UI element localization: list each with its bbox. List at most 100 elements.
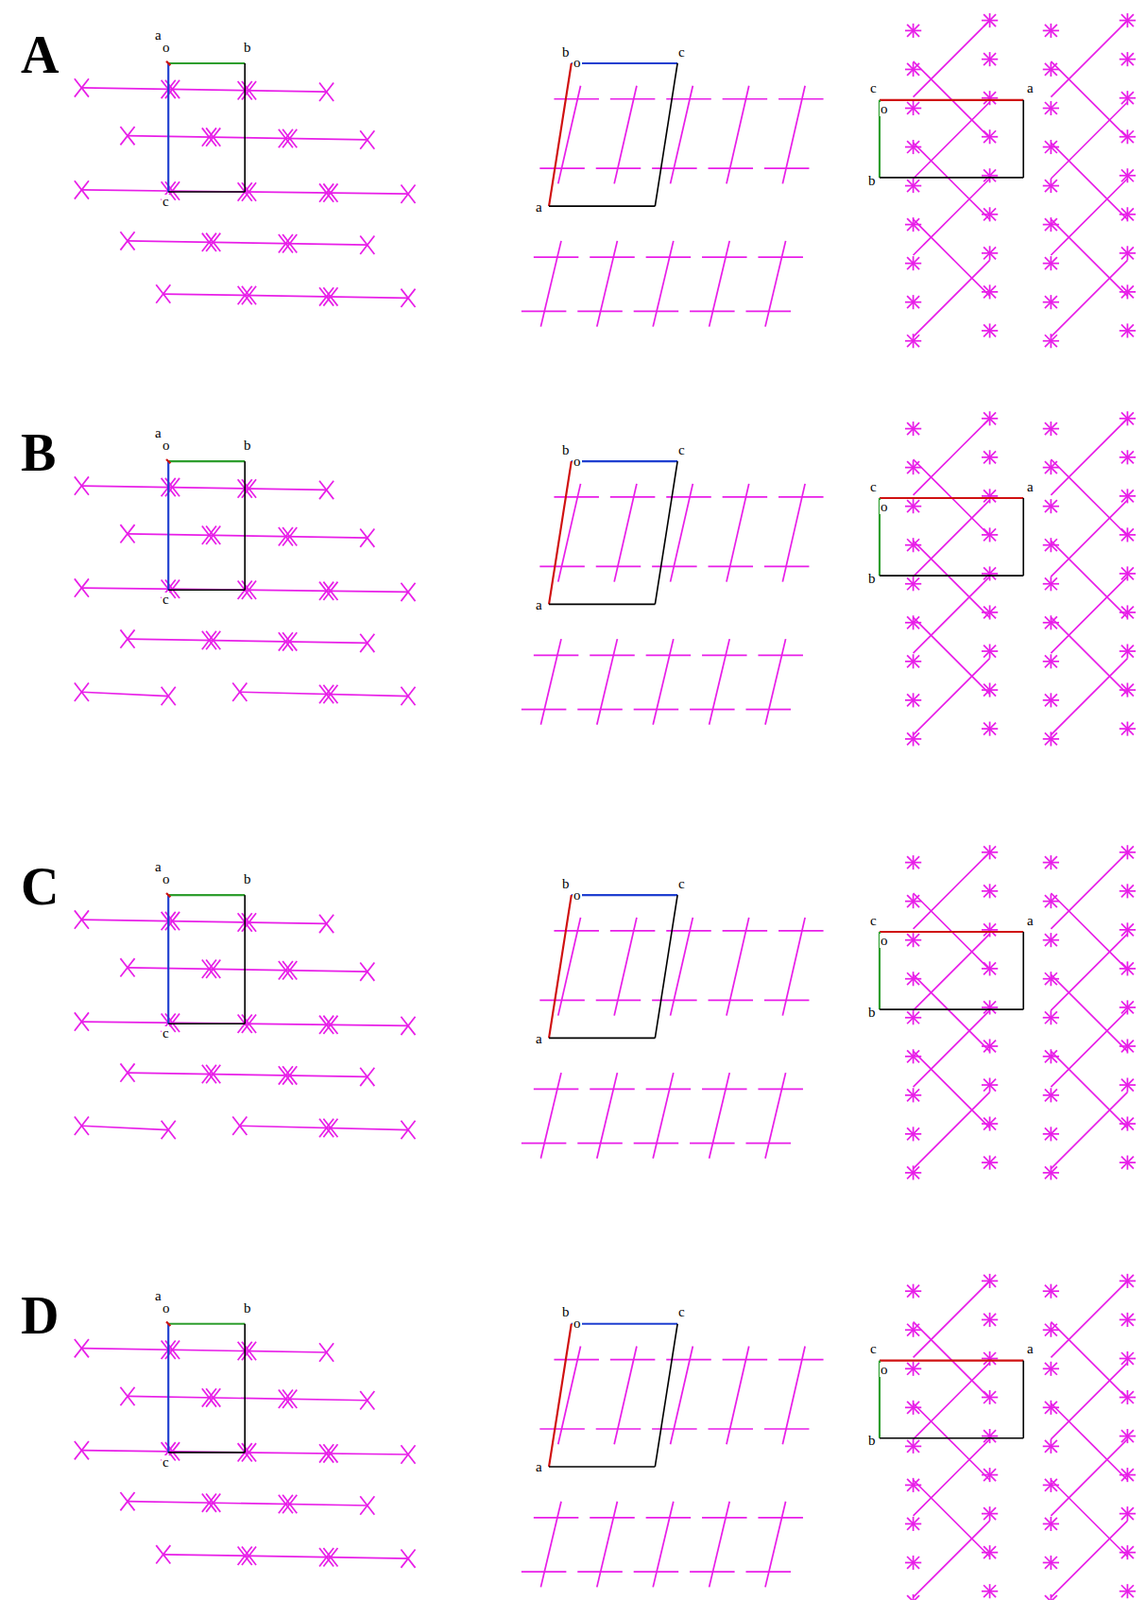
bond-line <box>778 496 824 498</box>
bond-line <box>1050 178 1128 256</box>
axis-label: b <box>561 876 571 891</box>
bond-line <box>155 1544 171 1563</box>
bond-line <box>1127 604 1129 619</box>
bond-line <box>913 540 991 617</box>
bond-line <box>282 1494 297 1513</box>
bond-line <box>1050 418 1128 496</box>
bond-line <box>74 1440 89 1459</box>
bond-line <box>400 1016 415 1035</box>
bond-line <box>989 1583 992 1598</box>
bond-line <box>1050 217 1053 232</box>
bond-line <box>666 98 712 101</box>
bond-line <box>1050 421 1053 436</box>
bond-line <box>119 1491 135 1510</box>
bond-line <box>119 1386 135 1405</box>
bond-line <box>1050 333 1053 348</box>
bond-line <box>323 287 338 306</box>
bond-line <box>168 460 245 462</box>
bond-line <box>912 1477 915 1492</box>
bond-line <box>1050 259 1128 337</box>
bond-line <box>359 1067 375 1086</box>
bond-line <box>666 496 712 498</box>
bond-line <box>1022 100 1025 178</box>
bond-line <box>241 912 257 931</box>
bond-line <box>359 1067 375 1086</box>
bond-line <box>323 1443 338 1462</box>
bond-line <box>400 582 415 601</box>
bond-line <box>319 1342 334 1361</box>
axis-label: b <box>867 571 877 586</box>
bond-line <box>913 20 991 98</box>
bond-line <box>119 629 135 648</box>
bond-line <box>913 219 991 296</box>
bond-line <box>912 62 915 77</box>
bond-line <box>757 256 804 258</box>
bond-line <box>127 1501 368 1506</box>
bond-line <box>548 603 655 606</box>
bond-line <box>571 1322 678 1325</box>
bond-line <box>913 1092 991 1169</box>
bond-line <box>1127 1312 1129 1327</box>
bond-line <box>205 1387 221 1406</box>
bond-line <box>323 1118 338 1137</box>
bond-line <box>670 85 694 185</box>
bond-line <box>540 1501 562 1588</box>
bond-line <box>879 1008 1024 1010</box>
bond-line <box>782 917 805 1016</box>
bond-line <box>1127 1389 1129 1404</box>
bond-line <box>400 289 415 308</box>
bond-line <box>74 683 89 702</box>
bond-line <box>359 528 375 547</box>
bond-line <box>765 240 787 327</box>
bond-line <box>879 99 1024 102</box>
bond-line <box>989 284 992 299</box>
bond-line <box>1127 245 1129 260</box>
bond-line <box>548 205 655 207</box>
bond-line <box>205 959 221 978</box>
axis-label: a <box>534 200 544 215</box>
bond-line <box>1050 499 1128 577</box>
bond-line <box>646 1087 692 1090</box>
bond-line <box>359 633 375 652</box>
bond-line <box>243 63 246 192</box>
bond-line <box>670 483 694 582</box>
bond-line <box>282 234 297 253</box>
bond-line <box>912 1593 915 1600</box>
bond-line <box>913 1520 991 1597</box>
bond-line <box>912 256 915 271</box>
axis-label: a <box>1026 1341 1035 1356</box>
bond-line <box>989 1428 992 1443</box>
bond-line <box>1050 933 1128 1010</box>
bond-line <box>400 184 415 203</box>
bond-line <box>1050 971 1053 986</box>
panel-letter: D <box>20 1288 59 1342</box>
bond-line <box>1022 1360 1025 1438</box>
axis-label: o <box>572 1316 582 1331</box>
bond-line <box>205 526 221 545</box>
bond-line <box>913 1479 991 1557</box>
bond-line <box>654 1323 678 1467</box>
bond-line <box>205 233 221 252</box>
bond-line <box>646 256 692 258</box>
bond-line <box>652 1072 674 1159</box>
bond-line <box>163 1554 409 1558</box>
axis-label: o <box>572 888 582 903</box>
bond-line <box>1050 1087 1053 1102</box>
bond-line <box>989 527 992 542</box>
bond-line <box>614 917 637 1016</box>
bond-line <box>912 932 915 947</box>
bond-line <box>168 588 245 591</box>
bond-line <box>1050 1280 1128 1357</box>
bond-line <box>540 240 562 327</box>
bond-line <box>652 1501 674 1588</box>
bond-line <box>589 256 635 258</box>
panel-letter: B <box>20 426 56 479</box>
bond-line <box>1050 731 1053 746</box>
bond-line <box>1050 1593 1053 1600</box>
bond-line <box>241 286 257 305</box>
bond-line <box>726 917 750 1016</box>
bond-line <box>241 81 257 100</box>
bond-line <box>81 919 326 924</box>
bond-line <box>241 1546 257 1565</box>
bond-line <box>119 1491 135 1510</box>
